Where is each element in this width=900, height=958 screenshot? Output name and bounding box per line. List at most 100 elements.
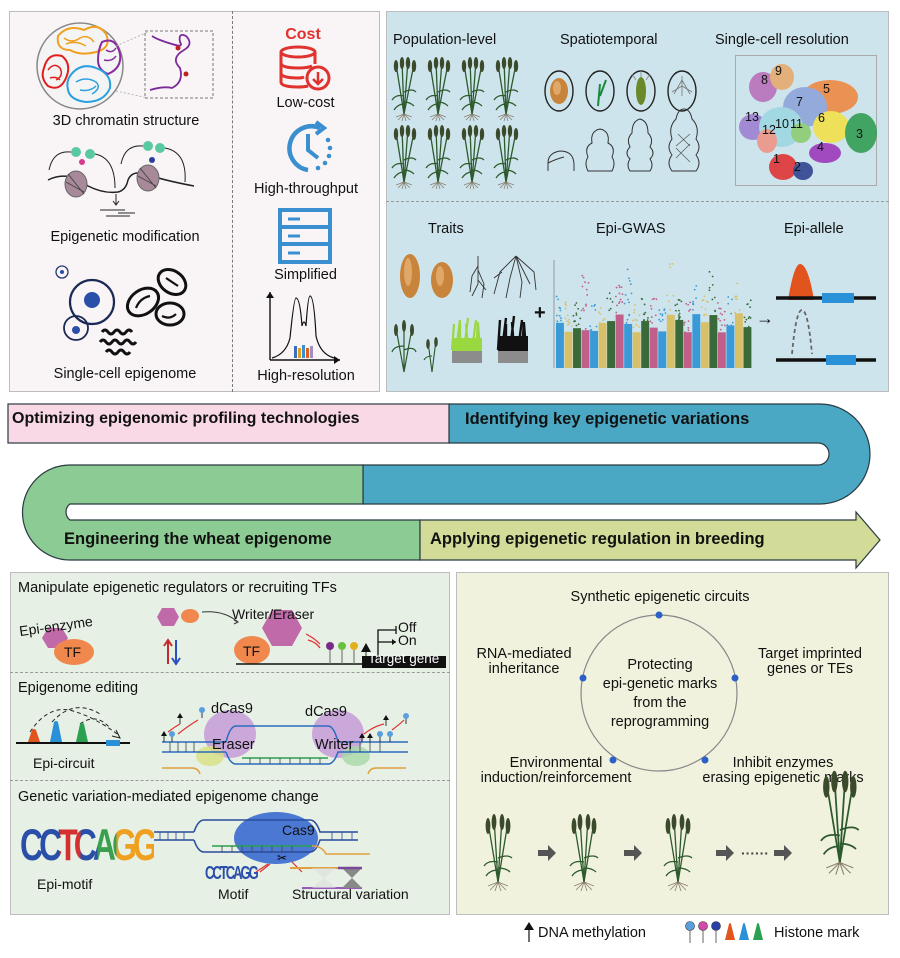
manhattan-point bbox=[623, 302, 626, 305]
manhattan-chromosome bbox=[564, 331, 573, 368]
manhattan-point bbox=[579, 317, 582, 320]
epi-allele-header: Epi-allele bbox=[784, 221, 844, 237]
motif-letters: CCTCAGG bbox=[20, 819, 158, 870]
manhattan-point bbox=[689, 301, 692, 304]
manhattan-chromosome bbox=[624, 323, 633, 368]
manhattan-point bbox=[746, 303, 749, 305]
breeding-generations-icon bbox=[483, 769, 860, 892]
epi-circuit-icon bbox=[16, 707, 130, 746]
manhattan-point bbox=[711, 275, 714, 278]
node-right bbox=[731, 674, 739, 682]
stage1-label: Optimizing epigenomic profiling technolo… bbox=[12, 410, 360, 427]
manhattan-point bbox=[678, 312, 681, 315]
manhattan-point bbox=[620, 286, 623, 288]
dcas9-left-label: dCas9 bbox=[211, 701, 253, 717]
manhattan-point bbox=[628, 313, 631, 316]
high-throughput-label: High-throughput bbox=[254, 181, 358, 197]
manhattan-point bbox=[557, 298, 560, 301]
manhattan-point bbox=[574, 304, 576, 307]
manhattan-point bbox=[749, 317, 752, 319]
variations-divider bbox=[386, 201, 889, 202]
manhattan-point bbox=[635, 323, 638, 326]
manhattan-point bbox=[618, 302, 620, 305]
manhattan-point bbox=[723, 310, 726, 313]
cluster-label: 8 bbox=[761, 73, 768, 87]
manhattan-point bbox=[695, 297, 697, 300]
manhattan-point bbox=[618, 284, 621, 287]
manhattan-point bbox=[619, 298, 622, 301]
manhattan-point bbox=[564, 307, 567, 310]
manhattan-point bbox=[608, 309, 611, 312]
gwas-arrow: → bbox=[756, 308, 774, 328]
manhattan-point bbox=[708, 289, 711, 292]
manhattan-point bbox=[647, 316, 649, 319]
writer-eraser-label: Writer/Eraser bbox=[232, 606, 315, 622]
manhattan-point bbox=[628, 279, 631, 282]
manhattan-point bbox=[687, 327, 690, 329]
manhattan-point bbox=[695, 284, 698, 287]
manhattan-point bbox=[700, 306, 703, 309]
manhattan-point bbox=[692, 308, 694, 311]
rna-inheritance-label: RNA-mediated inheritance bbox=[476, 646, 572, 678]
manhattan-point bbox=[627, 298, 629, 301]
manhattan-point bbox=[655, 298, 658, 301]
cas9-variation-icon: ✂ bbox=[154, 812, 370, 889]
manhattan-point bbox=[629, 283, 632, 286]
manhattan-chromosome bbox=[632, 332, 641, 368]
tf-label: TF bbox=[64, 644, 82, 660]
manhattan-point bbox=[749, 306, 752, 309]
manhattan-point bbox=[630, 292, 633, 295]
node-bottom-left bbox=[609, 756, 617, 764]
manhattan-point bbox=[566, 314, 569, 317]
manhattan-point bbox=[643, 319, 646, 321]
manhattan-point bbox=[677, 298, 680, 301]
cluster-label: 3 bbox=[856, 127, 863, 141]
dcas9-right-label: dCas9 bbox=[305, 704, 347, 720]
manhattan-point bbox=[577, 323, 580, 326]
manhattan-point bbox=[575, 314, 578, 316]
manhattan-point bbox=[556, 320, 559, 323]
manhattan-point bbox=[719, 307, 722, 310]
manhattan-point bbox=[599, 307, 602, 310]
svg-text:✂: ✂ bbox=[277, 851, 287, 865]
manhattan-point bbox=[719, 319, 722, 322]
manhattan-point bbox=[659, 320, 662, 323]
manhattan-point bbox=[618, 286, 621, 289]
clock-refresh-icon bbox=[287, 120, 333, 173]
node-top bbox=[655, 611, 663, 619]
manhattan-point bbox=[666, 294, 669, 297]
manhattan-point bbox=[636, 319, 639, 322]
manhattan-point bbox=[575, 302, 578, 304]
manhattan-point bbox=[683, 323, 685, 326]
manhattan-point bbox=[567, 323, 569, 326]
manhattan-point bbox=[589, 329, 592, 332]
inhibit-enzymes-label: Inhibit enzymes erasing epigenetic marks bbox=[702, 755, 863, 787]
engineering-divider-2 bbox=[10, 780, 450, 781]
manhattan-point bbox=[580, 309, 583, 312]
manhattan-chromosome bbox=[590, 330, 599, 368]
manhattan-point bbox=[572, 314, 575, 317]
manhattan-point bbox=[650, 316, 653, 318]
manhattan-point bbox=[658, 318, 661, 321]
manhattan-point bbox=[730, 312, 733, 315]
manhattan-point bbox=[570, 325, 573, 328]
manhattan-point bbox=[723, 318, 726, 321]
manhattan-point bbox=[641, 298, 644, 301]
epi-enzyme-icon bbox=[42, 628, 94, 665]
manhattan-point bbox=[632, 319, 634, 322]
engineering-divider-1 bbox=[10, 672, 450, 673]
manhattan-point bbox=[668, 263, 671, 265]
stage1-box bbox=[7, 403, 450, 444]
manhattan-point bbox=[689, 308, 692, 311]
manhattan-chromosome bbox=[607, 321, 616, 368]
manhattan-point bbox=[584, 327, 587, 330]
on-label: On bbox=[398, 632, 417, 648]
manhattan-point bbox=[606, 297, 609, 300]
manhattan-point bbox=[615, 286, 618, 289]
manhattan-point bbox=[590, 305, 593, 307]
cluster-label: 2 bbox=[794, 160, 801, 174]
manhattan-point bbox=[638, 325, 640, 328]
manhattan-point bbox=[644, 311, 647, 314]
manhattan-point bbox=[555, 295, 558, 298]
manhattan-point bbox=[598, 321, 601, 324]
